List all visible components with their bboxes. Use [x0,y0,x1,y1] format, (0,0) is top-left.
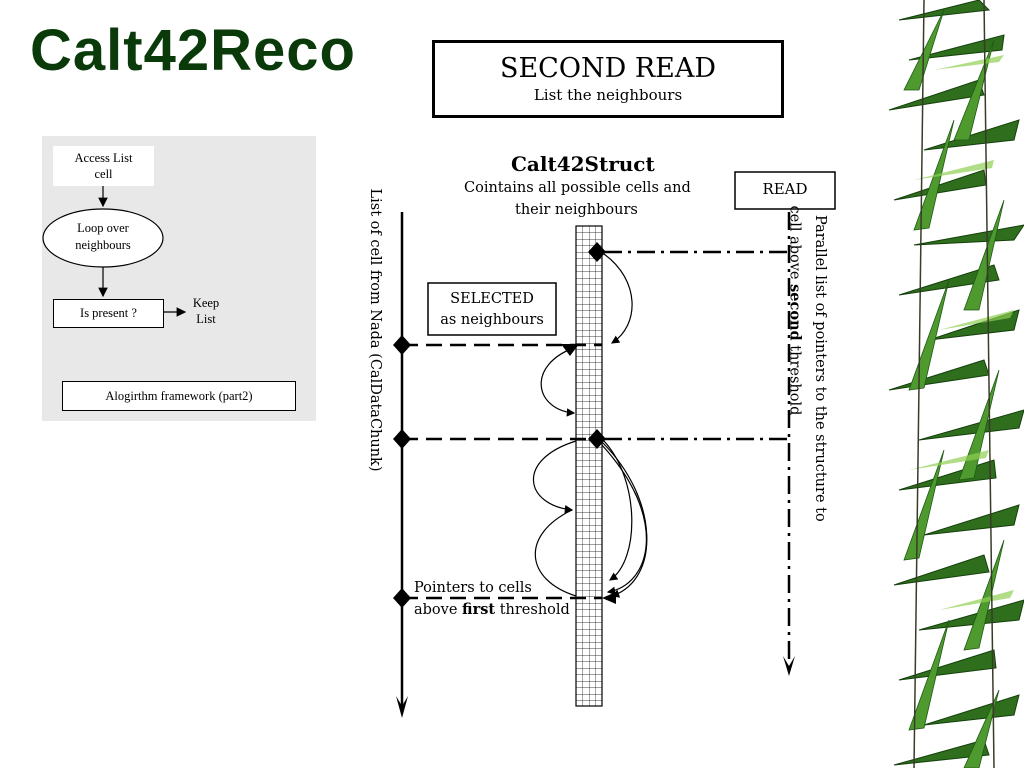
flowchart-connectors [42,186,187,317]
diamond-grid-2 [588,429,606,449]
selected-box [427,282,557,336]
struct-subtitle-2: their neighbours [515,202,638,218]
diamond-grid-1 [588,242,606,262]
right-axis-label-2-post: threshold [786,340,803,416]
pointers-label-1: Pointers to cells [414,580,532,596]
access-line-2: cell [94,167,113,181]
second-read-box: SECOND READ List the neighbours [432,40,784,118]
pointers-label-2: above first threshold [414,601,570,618]
pointers-label-2-pre: above [414,602,463,618]
left-axis-label: List of cell from Nada (CalDataChunk) [367,188,383,472]
flowchart-caption: Alogirthm framework (part2) [62,381,296,411]
keep-line-2: List [196,312,216,326]
keep-line-1: Keep [192,296,220,310]
right-axis-label-2-bold: second [786,284,804,341]
selected-label-1: SELECTED [450,291,534,307]
access-line-1: Access List [74,151,133,165]
right-pointer-axis [783,212,795,676]
bamboo-decoration [888,0,1024,768]
read-label: READ [762,180,808,198]
selected-label-2: as neighbours [440,312,544,328]
arrowhead-first [602,592,616,604]
slide-title: Calt42Reco [30,18,356,83]
diagram-graphics [393,171,836,718]
read-box [734,171,836,210]
struct-subtitle-1: Cointains all possible cells and [464,180,691,196]
right-axis-label-2: cell above second threshold [786,205,804,416]
pointers-label-2-post: threshold [495,602,570,618]
struct-title: Calt42Struct [511,152,655,176]
bamboo-image [888,0,1024,768]
keep-list-label: Keep List [188,295,224,327]
diamond-left-2 [393,429,411,449]
loop-line-2: neighbours [75,238,131,252]
second-read-subheading: List the neighbours [533,86,683,104]
neighbour-links [532,253,648,598]
loop-over-neighbours-label: Loop over neighbours [43,220,163,254]
loop-line-1: Loop over [77,221,129,235]
right-axis-label-1: Parallel list of pointers to the structu… [812,215,828,522]
flowchart-caption-text: Alogirthm framework (part2) [105,389,253,403]
calt42struct-diagram: Calt42Struct Cointains all possible cell… [340,140,880,740]
algorithm-flowchart: Access List cell Loop over neighbours Is… [42,136,316,421]
diamond-left-3 [393,588,411,608]
is-present-box: Is present ? [53,299,164,328]
left-list-axis [396,212,408,718]
struct-grid-column [575,225,603,707]
diamond-left-1 [393,335,411,355]
access-list-cell-box: Access List cell [53,146,154,186]
pointers-label-2-bold: first [462,601,496,618]
right-axis-label-2-pre: cell above [786,205,803,285]
is-present-label: Is present ? [80,306,137,320]
second-read-heading: SECOND READ [499,53,717,84]
